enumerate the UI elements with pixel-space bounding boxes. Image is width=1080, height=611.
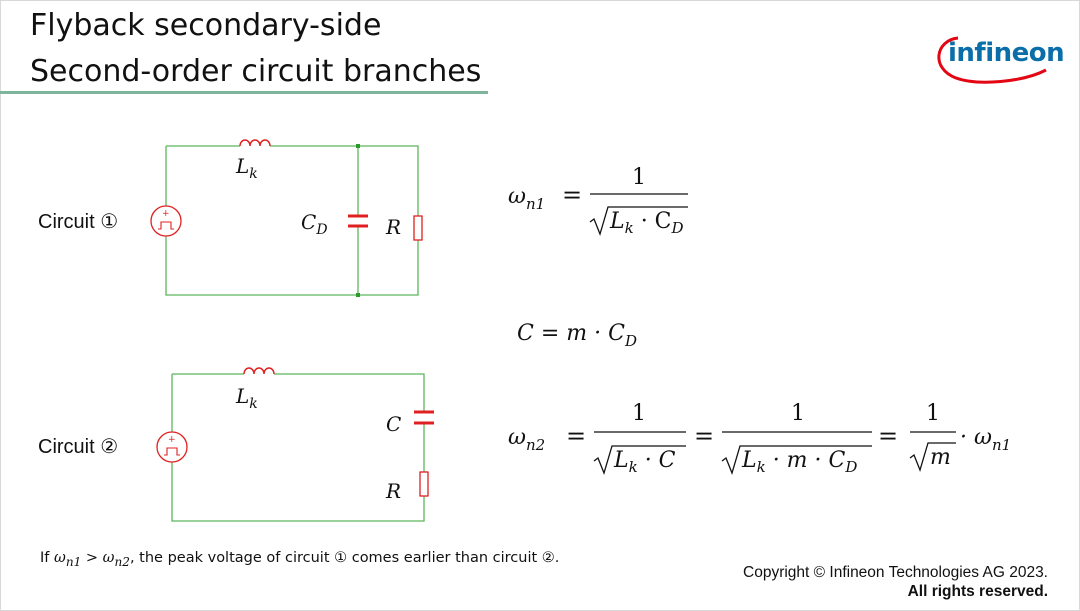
logo-swoosh bbox=[937, 36, 1047, 84]
svg-text:ωn2: ωn2 bbox=[508, 425, 545, 454]
equation-omega-n1: ωn1 = 1 Lk · CD bbox=[508, 165, 688, 237]
circuit-1-node-top bbox=[356, 144, 360, 148]
svg-text:ωn1: ωn1 bbox=[508, 184, 545, 213]
copyright-line2: All rights reserved. bbox=[907, 583, 1048, 600]
infineon-logo: infineon bbox=[928, 30, 1065, 90]
svg-text:1: 1 bbox=[632, 165, 646, 190]
circuit-1-capacitor bbox=[348, 214, 368, 228]
circuit-1-label: Circuit ① bbox=[38, 211, 119, 233]
circuit-1-inductor-label: Lk bbox=[235, 154, 258, 182]
circuit-2-wire-left-bottom bbox=[171, 462, 425, 522]
circuit-2-resistor-label: R bbox=[385, 479, 401, 503]
slide-title-line1: Flyback secondary-side bbox=[30, 8, 382, 43]
circuit-2-resistor bbox=[419, 471, 429, 497]
copyright-line1: Copyright © Infineon Technologies AG 202… bbox=[743, 564, 1048, 581]
svg-text:=: = bbox=[566, 422, 586, 450]
circuit-2-schematic: + bbox=[156, 367, 434, 522]
equation-capacitance: C = m · CD bbox=[517, 321, 637, 350]
svg-text:m: m bbox=[930, 445, 951, 470]
circuit-2-inductor-label: Lk bbox=[235, 384, 258, 412]
svg-text:+: + bbox=[168, 435, 176, 445]
circuit-2-label: Circuit ② bbox=[38, 436, 119, 458]
title-underline bbox=[0, 91, 488, 94]
svg-text:Lk · m · CD: Lk · m · CD bbox=[741, 448, 857, 476]
footnote: If ωn1 > ωn2, the peak voltage of circui… bbox=[40, 550, 560, 569]
circuit-1-wire-left-bottom bbox=[165, 236, 419, 296]
logo-text: infineon bbox=[948, 38, 1065, 68]
circuit-1-capacitor-label: CD bbox=[301, 210, 328, 238]
svg-text:=: = bbox=[694, 422, 714, 450]
circuit-2-current-source-icon: + bbox=[156, 431, 188, 463]
svg-text:Lk · CD: Lk · CD bbox=[609, 209, 684, 237]
circuit-2-wire-top bbox=[172, 373, 425, 412]
svg-text:=: = bbox=[562, 181, 582, 209]
circuit-1-resistor bbox=[413, 215, 423, 241]
circuit-1-inductor bbox=[239, 139, 271, 147]
slide-title-line2: Second-order circuit branches bbox=[30, 54, 482, 89]
svg-text:C = m · CD: C = m · CD bbox=[517, 321, 637, 350]
circuit-2-capacitor-label: C bbox=[386, 412, 401, 436]
svg-text:Lk · C: Lk · C bbox=[613, 448, 676, 476]
svg-text:· ωn1: · ωn1 bbox=[960, 425, 1011, 454]
svg-text:1: 1 bbox=[791, 401, 805, 426]
circuit-1-current-source-icon: + bbox=[150, 205, 182, 237]
svg-text:=: = bbox=[878, 422, 898, 450]
circuit-1-node-bottom bbox=[356, 293, 360, 297]
svg-text:+: + bbox=[162, 209, 170, 219]
circuit-2-inductor bbox=[243, 367, 275, 375]
svg-text:1: 1 bbox=[926, 401, 940, 426]
circuit-1-schematic: + bbox=[150, 139, 423, 297]
circuit-2-capacitor bbox=[414, 410, 434, 425]
circuit-1-resistor-label: R bbox=[385, 215, 401, 239]
equation-omega-n2: ωn2 = 1 Lk · C = 1 Lk · m · CD = 1 m · ω… bbox=[508, 401, 1011, 476]
svg-text:1: 1 bbox=[632, 401, 646, 426]
copyright-notice: Copyright © Infineon Technologies AG 202… bbox=[743, 563, 1048, 601]
circuit-1-wire-top bbox=[166, 145, 419, 216]
